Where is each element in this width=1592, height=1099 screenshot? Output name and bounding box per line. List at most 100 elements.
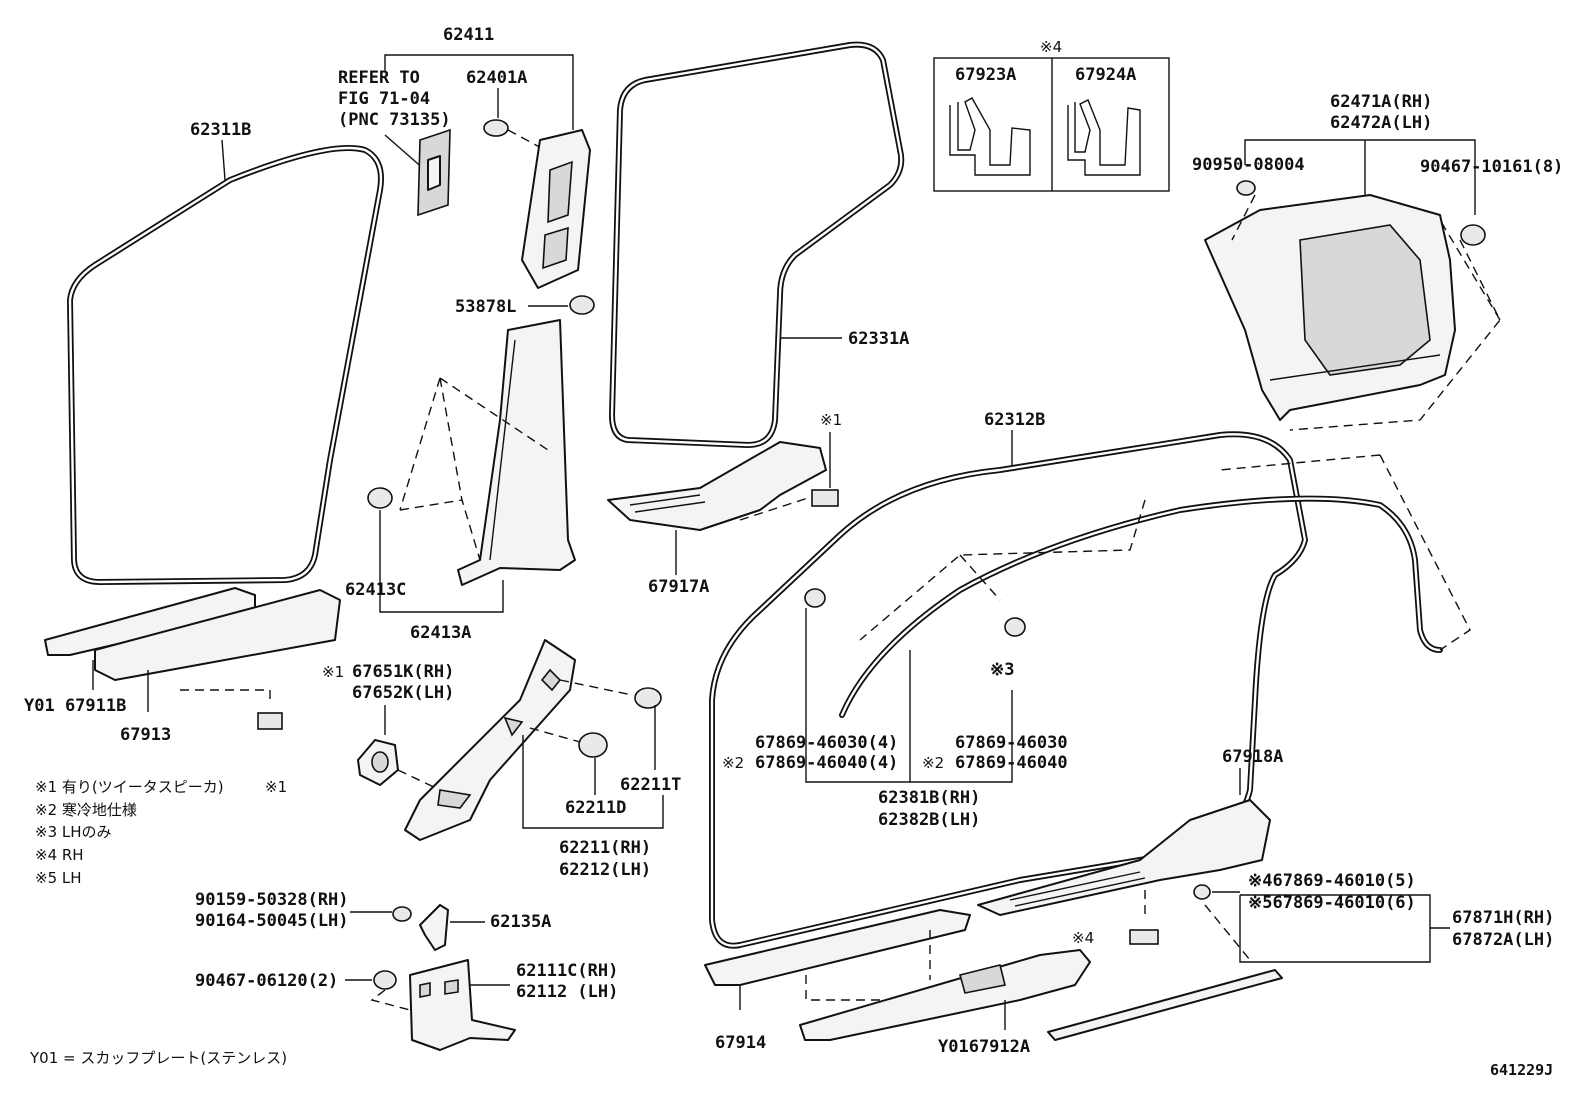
dash-kick [370, 989, 411, 1011]
rear-opening-seal-62312b [709, 431, 1308, 949]
clip-67917 [811, 489, 839, 507]
clip-90950 [1236, 180, 1256, 196]
leader-62411 [384, 54, 574, 130]
mark-4-bottom: ※4 [1072, 929, 1094, 947]
label-62382b: 62382B(LH) [878, 810, 980, 830]
label-46030-4: 67869-46030(4) [755, 733, 898, 753]
label-67651k: 67651K(RH) [352, 662, 454, 682]
mark-1-67917: ※1 [820, 411, 842, 429]
bracket-62135a [419, 904, 449, 951]
label-refer-fig: FIG 71-04 [338, 89, 430, 109]
label-90467-06120: 90467-06120(2) [195, 971, 338, 991]
moulding-67871h [1047, 969, 1283, 1041]
label-67923a: 67923A [955, 65, 1016, 85]
mark-1-grille: ※1 [322, 663, 344, 681]
clip-62401a [483, 119, 546, 151]
label-46040-4: 67869-46040(4) [755, 753, 898, 773]
door-opening-seal-62311b [67, 145, 384, 585]
scuff-plate-67913 [94, 589, 341, 681]
a-pillar-garnish [404, 639, 576, 841]
bracket-62381b [805, 608, 1013, 783]
note-1: ※1 有り(ツイータスピーカ) [35, 778, 224, 796]
label-62413c: 62413C [345, 580, 406, 600]
label-refer-to: REFER TO [338, 68, 420, 88]
label-62135a: 62135A [490, 912, 551, 932]
label-62211t: 62211T [620, 775, 681, 795]
label-62381b: 62381B(RH) [878, 788, 980, 808]
mark-2-left: ※2 [722, 754, 744, 772]
label-62411: 62411 [443, 25, 494, 45]
mark-4-box: ※4 [1040, 38, 1062, 56]
label-62312b: 62312B [984, 410, 1045, 430]
pillar-garnish-upper [521, 129, 591, 289]
dash-67917 [739, 497, 809, 521]
note-4: ※4 RH [35, 846, 84, 864]
dash-62211d [529, 727, 581, 743]
clip-67869-46010 [1193, 884, 1211, 900]
note-2: ※2 寒冷地仕様 [35, 801, 137, 819]
mark-1-scuff: ※1 [265, 778, 287, 796]
label-67924a: 67924A [1075, 65, 1136, 85]
dash-62211t [559, 679, 633, 696]
dash-back-door [1231, 194, 1501, 431]
dash-62413 [399, 377, 549, 561]
clip-53878l [569, 295, 595, 315]
label-62212: 62212(LH) [559, 860, 651, 880]
label-53878l: 53878L [455, 297, 516, 317]
rear-door-seal-62331a [609, 41, 905, 448]
label-62211d: 62211D [565, 798, 626, 818]
clip-67924a-drawing [1067, 99, 1141, 176]
label-62331a: 62331A [848, 329, 909, 349]
bolt-90467-06120 [373, 970, 397, 990]
scuff-plate-67912a [799, 949, 1091, 1041]
back-door-trim [1204, 194, 1456, 421]
clip-left-roof [804, 588, 826, 608]
speaker-grille [357, 739, 399, 786]
label-62211: 62211(RH) [559, 838, 651, 858]
label-62311b: 62311B [190, 120, 251, 140]
clip-67923a-drawing [949, 97, 1031, 176]
label-62413a: 62413A [410, 623, 471, 643]
label-67914: 67914 [715, 1033, 766, 1053]
note-5: ※5 LH [35, 869, 82, 887]
label-46010-5: ※467869-46010(5) [1248, 871, 1416, 891]
bracket-67871h [1239, 894, 1450, 963]
leader-refer [384, 134, 426, 171]
clip-62211t [634, 687, 662, 709]
label-62112: 62112 (LH) [516, 982, 618, 1002]
label-67652k: 67652K(LH) [352, 683, 454, 703]
label-62401a: 62401A [466, 68, 527, 88]
clip-right-roof [1004, 617, 1026, 637]
scuff-plate-67918a [977, 799, 1271, 916]
dash-scuff-clip [180, 689, 271, 705]
clip-62211d [578, 732, 608, 758]
dash-moulding [1204, 904, 1251, 961]
label-46030: 67869-46030 [955, 733, 1068, 753]
label-90467-10161: 90467-10161(8) [1420, 157, 1563, 177]
kick-panel [409, 959, 516, 1051]
clip-scuff [257, 712, 283, 730]
label-62111c: 62111C(RH) [516, 961, 618, 981]
leader-62413 [379, 510, 504, 613]
leader-scuff [92, 660, 149, 712]
label-67913: 67913 [120, 725, 171, 745]
label-62472a: 62472A(LH) [1330, 113, 1432, 133]
dash-67914 [805, 930, 931, 1001]
label-46010-6: ※567869-46010(6) [1248, 893, 1416, 913]
pad-part [417, 128, 451, 217]
scuff-plate-67917a [607, 441, 827, 531]
label-67872a: 67872A(LH) [1452, 930, 1554, 950]
bracket-62471a [1244, 139, 1476, 215]
dash-roof [859, 454, 1471, 651]
clip-67918a [1129, 929, 1159, 945]
label-67871h: 67871H(RH) [1452, 908, 1554, 928]
label-67918a: 67918A [1222, 747, 1283, 767]
label-90950: 90950-08004 [1192, 155, 1305, 175]
label-62471a: 62471A(RH) [1330, 92, 1432, 112]
scuff-plate-67914 [704, 909, 971, 986]
pillar-garnish-lower [457, 319, 576, 586]
note-3: ※3 LHのみ [35, 823, 112, 841]
bracket-62211 [522, 735, 664, 829]
label-mark-3: ※3 [990, 660, 1014, 680]
